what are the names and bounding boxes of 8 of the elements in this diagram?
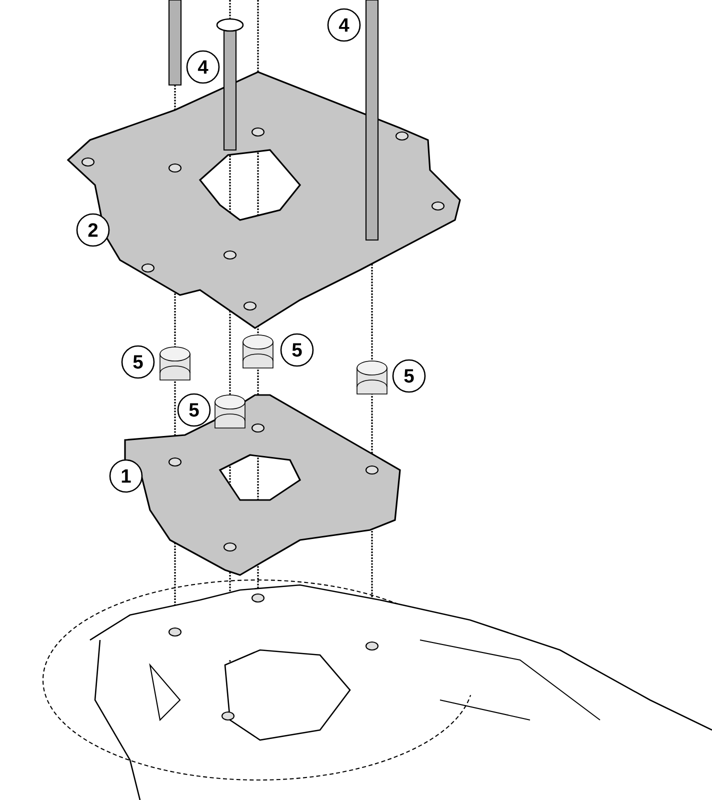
callout-number: 5: [177, 393, 211, 427]
callout-number: 1: [109, 459, 143, 493]
callout-number: 5: [280, 333, 314, 367]
callout-number: 4: [186, 50, 220, 84]
callout-number: 5: [392, 359, 426, 393]
callout-number: 2: [76, 213, 110, 247]
callout-number: 5: [121, 345, 155, 379]
callout-number: 4: [327, 8, 361, 42]
